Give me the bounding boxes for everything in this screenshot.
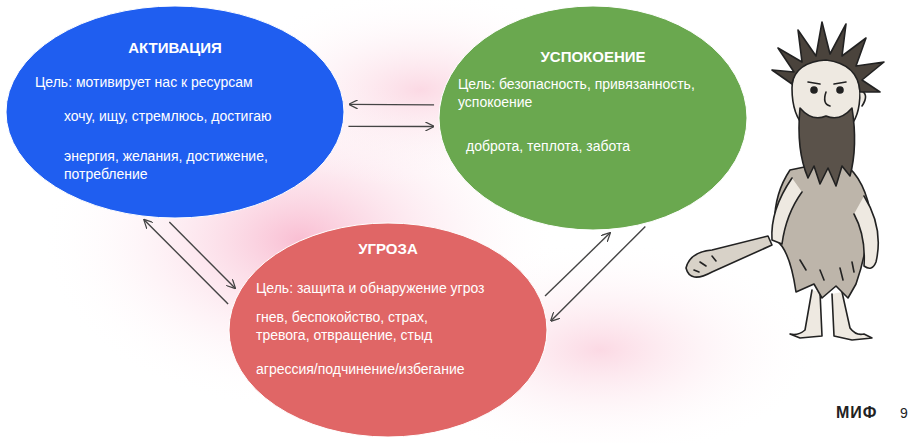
node-heading: УГРОЗА	[228, 240, 548, 258]
publisher-logo: МИФ	[836, 404, 877, 422]
connector-arrow	[545, 233, 610, 296]
node-text: Цель: мотивирует нас к ресурсам	[35, 73, 335, 91]
node-text: доброта, теплота, забота	[466, 137, 716, 155]
ellipse-outline	[438, 5, 748, 231]
ellipse-fill	[6, 6, 344, 218]
node-text: гнев, беспокойство, страх, тревога, отвр…	[256, 308, 456, 344]
node-heading: УСПОКОЕНИЕ	[438, 48, 748, 66]
page-number: 9	[900, 405, 908, 421]
node-text: хочу, ищу, стремлюсь, достигаю	[64, 107, 324, 125]
node-text: энергия, желания, достижение, потреблени…	[64, 147, 309, 183]
node-text: агрессия/подчинение/избегание	[256, 360, 516, 378]
connector-arrow	[350, 104, 435, 106]
soothing-ellipse: УСПОКОЕНИЕ Цель: безопасность, привязанно…	[438, 5, 748, 231]
connector-arrow	[348, 126, 433, 128]
ellipse-fill	[229, 223, 547, 437]
activation-ellipse: АКТИВАЦИЯ Цель: мотивирует нас к ресурсам…	[5, 5, 345, 219]
node-heading: АКТИВАЦИЯ	[5, 39, 345, 57]
connector-arrow	[144, 220, 228, 304]
node-text: Цель: безопасность, привязанность, успок…	[458, 75, 743, 111]
ellipse-fill	[439, 6, 747, 230]
node-text: Цель: защита и обнаружение угроз	[256, 279, 528, 297]
connector-arrow	[551, 226, 645, 320]
threat-ellipse: УГРОЗА Цель: защита и обнаружение угроз гн…	[228, 222, 548, 438]
connector-arrow	[169, 222, 235, 288]
